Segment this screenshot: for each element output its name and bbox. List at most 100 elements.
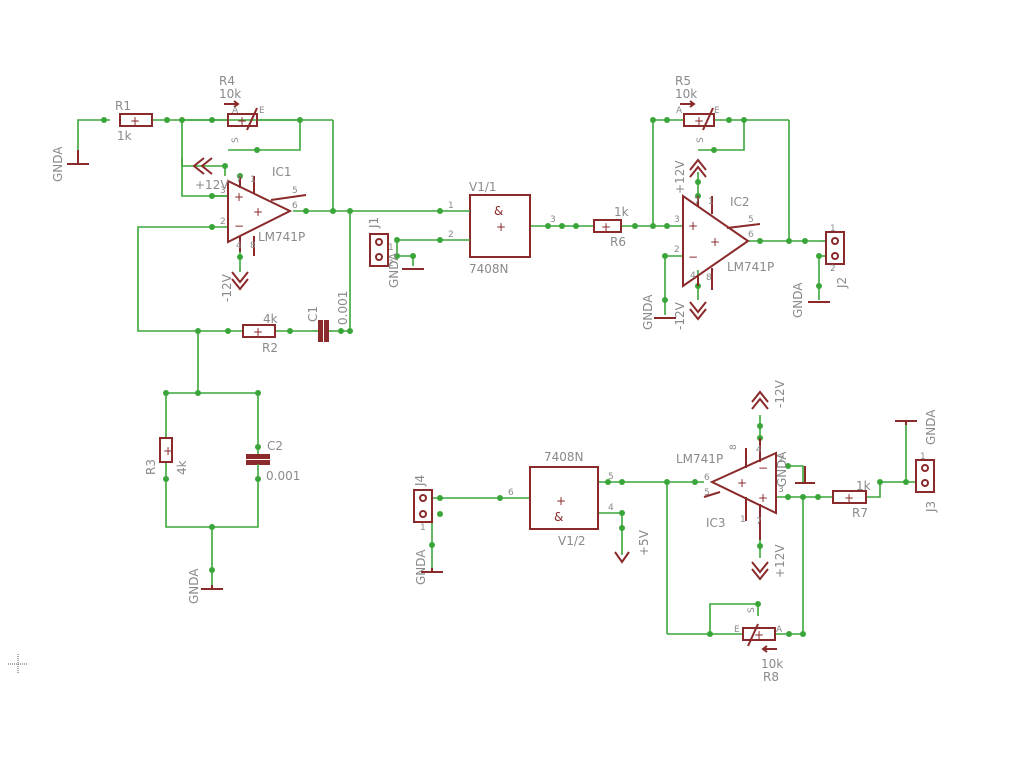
- label-R7-name: R7: [852, 506, 868, 520]
- pin-2: 2: [220, 217, 226, 227]
- opamp-IC2: + − + 7 1 3 2 5 6 4 8: [674, 194, 761, 290]
- pot-pin-a: A: [232, 106, 239, 116]
- glyph-plus: +: [688, 219, 698, 233]
- pin-7: 7: [756, 517, 762, 527]
- pot-pin-e: E: [714, 106, 720, 116]
- supply-arrows: [192, 157, 769, 581]
- pin-1: 1: [448, 201, 454, 211]
- glyph-plus: +: [253, 205, 263, 219]
- connector-J2: [825, 231, 845, 265]
- opamp-IC3: − + + 8 2 3 6 5 1 7 4: [703, 438, 784, 540]
- label-gnda: GNDA: [387, 252, 401, 288]
- label-R1-value: 1k: [117, 129, 132, 143]
- label-IC1-name: IC1: [272, 165, 292, 179]
- pin-2: 2: [448, 230, 454, 240]
- glyph-minus: −: [234, 219, 244, 233]
- pin-1: 1: [708, 197, 714, 207]
- pin-1: 1: [420, 523, 426, 533]
- label-IC1-vneg: -12V: [220, 273, 234, 302]
- gate-V1-2: + & 6 5 4: [508, 466, 614, 530]
- pin-5: 5: [748, 215, 754, 225]
- pin-1: 1: [388, 243, 394, 253]
- pin-3: 3: [550, 215, 556, 225]
- pin-3: 3: [778, 485, 784, 495]
- glyph-plus: +: [601, 220, 611, 234]
- connector-J3: [915, 459, 935, 493]
- pin-1: 1: [830, 224, 836, 234]
- crosshair-cursor-icon: [8, 654, 28, 674]
- supply-5v-arrow-icon: [614, 551, 630, 564]
- label-IC3-part: LM741P: [676, 452, 723, 466]
- pin-4: 4: [608, 503, 614, 513]
- resistor-R3: +: [159, 437, 173, 463]
- pin-2: 2: [830, 264, 836, 274]
- label-J4: J4: [413, 475, 427, 487]
- gate-V1-1: & + 1 2 3: [444, 194, 556, 258]
- glyph-plus: +: [694, 114, 704, 128]
- glyph-plus: +: [737, 476, 747, 490]
- label-R4-value: 10k: [219, 87, 241, 101]
- pot-pin-a: A: [676, 106, 683, 116]
- label-R3-name: R3: [144, 459, 158, 475]
- label-R4-name: R4: [219, 74, 235, 88]
- resistor-R6: +: [593, 219, 622, 234]
- pin-6: 6: [748, 230, 754, 240]
- label-gnda: GNDA: [414, 549, 428, 585]
- label-gnda: GNDA: [641, 294, 655, 330]
- resistor-R7: +: [832, 490, 867, 505]
- pin-2: 2: [674, 245, 680, 255]
- gnd-icon: [795, 466, 815, 484]
- junctions: [101, 117, 909, 637]
- label-IC3-name: IC3: [706, 516, 726, 530]
- label-gnda: GNDA: [791, 282, 805, 318]
- pin-2: 2: [778, 455, 784, 465]
- label-V1-1-name: V1/1: [469, 180, 497, 194]
- label-C1-name: C1: [306, 306, 320, 322]
- pot-pin-s: S: [231, 137, 241, 143]
- pin-6: 6: [292, 201, 298, 211]
- pin-8: 8: [250, 241, 256, 251]
- label-gnda: GNDA: [187, 568, 201, 604]
- glyph-plus: +: [130, 114, 140, 128]
- opamp-IC1: + − + 7 1 3 2 5 6 4 8: [220, 175, 307, 256]
- pin-6: 6: [508, 488, 514, 498]
- potentiometer-R4: + A E S: [224, 100, 265, 143]
- label-IC1-part: LM741P: [258, 230, 305, 244]
- vpos-arrow-icon: [689, 158, 707, 178]
- glyph-plus: +: [556, 494, 566, 508]
- potentiometer-R8: + E A S: [734, 607, 783, 653]
- pin-1: 1: [740, 515, 746, 525]
- label-V1-2-part: 7408N: [544, 450, 584, 464]
- glyph-plus: +: [844, 491, 854, 505]
- pin-4: 4: [756, 445, 762, 455]
- vneg-arrow-icon: [751, 390, 769, 410]
- pin-8: 8: [729, 444, 739, 450]
- label-V1-2-name: V1/2: [558, 534, 586, 548]
- pin-3: 3: [674, 215, 680, 225]
- potentiometer-R5: + A E S: [676, 100, 720, 143]
- label-gnda: GNDA: [51, 146, 65, 182]
- label-J2: J2: [835, 277, 849, 289]
- glyph-plus: +: [163, 444, 173, 458]
- labels: R1 1k R4 10k R5 10k 4k R2 R3 4k 1k R6 1k…: [51, 74, 938, 684]
- capacitor-C2: [246, 450, 270, 470]
- pin-5: 5: [608, 472, 614, 482]
- connector-J1: [369, 233, 389, 267]
- label-R6-value: 1k: [614, 205, 629, 219]
- ground-symbols: [67, 150, 917, 590]
- label-R5-value: 10k: [675, 87, 697, 101]
- label-IC3-vneg: -12V: [773, 379, 787, 408]
- and-glyph: &: [494, 204, 503, 218]
- label-IC2-part: LM741P: [727, 260, 774, 274]
- label-IC3-vpos: +12V: [773, 544, 787, 578]
- label-gnda: GNDA: [924, 409, 938, 445]
- vneg-arrow-icon: [689, 301, 707, 321]
- label-R3-value: 4k: [175, 460, 189, 475]
- label-gnda: GNDA: [775, 451, 789, 487]
- pin-2: 2: [388, 259, 394, 269]
- label-J1: J1: [367, 217, 381, 229]
- pin-7: 7: [694, 197, 700, 207]
- glyph-plus: +: [237, 114, 247, 128]
